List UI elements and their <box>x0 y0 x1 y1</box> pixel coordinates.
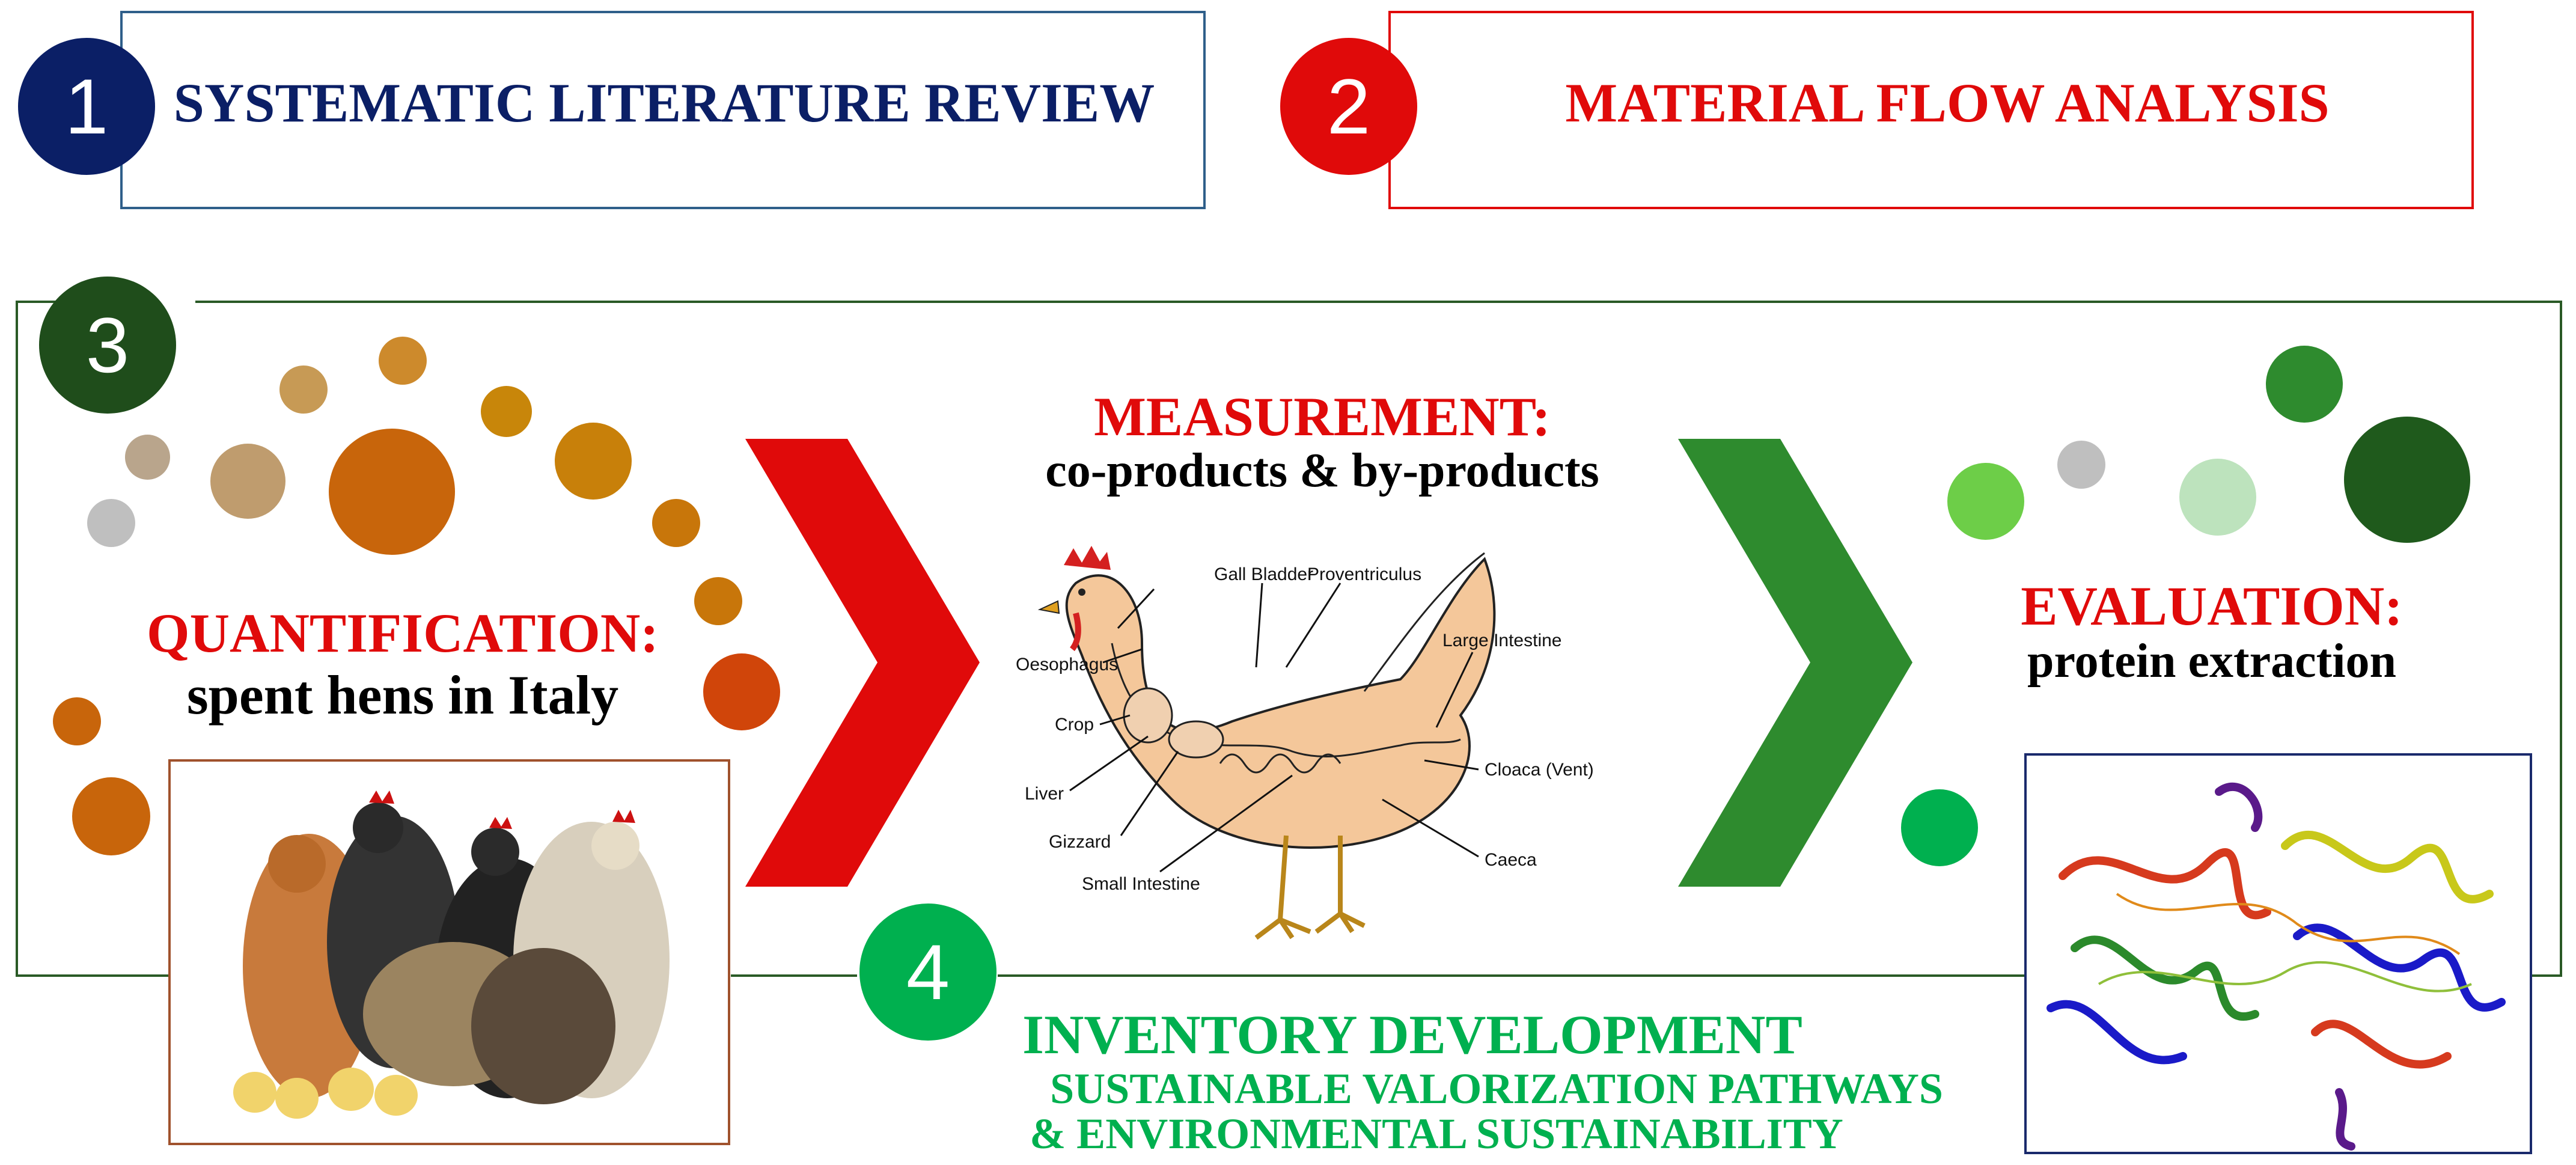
dot-decor <box>1947 463 2024 540</box>
step4-number: 4 <box>906 928 950 1016</box>
label-gall-bladder: Gall Bladder <box>1214 564 1313 584</box>
chicken-anatomy-diagram: Gall Bladder Proventriculus Oesophagus L… <box>1004 523 1617 956</box>
label-small-intestine: Small Intestine <box>1082 874 1200 894</box>
dot-decor <box>2179 459 2256 536</box>
label-caeca: Caeca <box>1485 850 1537 870</box>
measurement-heading: MEASUREMENT: <box>1094 386 1551 447</box>
step3-frame-bottom-left <box>16 974 172 977</box>
dot-decor <box>210 444 285 519</box>
dot-decor <box>2344 417 2470 543</box>
dot-decor <box>53 697 101 745</box>
dot-decor <box>2266 346 2343 423</box>
step3-number: 3 <box>85 301 130 389</box>
label-large-intestine: Large Intestine <box>1442 631 1561 650</box>
label-crop: Crop <box>1055 715 1094 735</box>
evaluation-heading: EVALUATION: <box>2021 575 2403 637</box>
step2-box <box>1388 11 2474 209</box>
evaluation-subtitle: protein extraction <box>2027 635 2396 688</box>
step3-frame-left <box>16 301 18 977</box>
quantification-subtitle: spent hens in Italy <box>186 664 619 726</box>
step4-line2: & ENVIRONMENTAL SUSTAINABILITY <box>1030 1110 1843 1158</box>
dot-decor <box>652 499 700 547</box>
dot-decor <box>125 435 170 480</box>
step1-number: 1 <box>64 63 109 150</box>
dot-decor <box>329 429 455 555</box>
dot-decor <box>703 653 780 730</box>
step3-frame-bottom-right <box>998 974 2029 977</box>
label-liver: Liver <box>1025 784 1064 804</box>
step3-frame-top <box>195 301 2562 303</box>
dot-decor <box>87 499 135 547</box>
dot-decor <box>481 386 532 437</box>
step1-title: SYSTEMATIC LITERATURE REVIEW <box>173 72 1155 133</box>
step4-line1: SUSTAINABLE VALORIZATION PATHWAYS <box>1050 1065 1943 1113</box>
label-proventriculus: Proventriculus <box>1307 564 1421 584</box>
dot-decor <box>72 777 150 855</box>
dot-decor <box>1901 789 1978 866</box>
label-gizzard: Gizzard <box>1049 832 1111 852</box>
dot-decor <box>2057 441 2105 489</box>
dot-decor <box>694 577 742 625</box>
dot-decor <box>279 365 328 414</box>
green-chevron-arrow <box>1678 439 1912 887</box>
dot-decor <box>555 423 632 500</box>
step1-box <box>120 11 1206 209</box>
step3-frame-bottom-mid <box>731 974 857 977</box>
step3-frame-bottom-far <box>2530 974 2562 977</box>
step3-frame-top-left <box>16 301 70 303</box>
red-chevron-arrow <box>745 439 980 887</box>
step1-badge: 1 <box>18 38 155 175</box>
label-oesophagus: Oesophagus <box>1016 655 1118 674</box>
spent-hens-photo <box>168 759 730 1145</box>
quantification-heading: QUANTIFICATION: <box>147 602 659 664</box>
step2-badge: 2 <box>1280 38 1417 175</box>
step4-badge: 4 <box>859 904 997 1041</box>
measurement-subtitle: co-products & by-products <box>1045 444 1599 497</box>
dot-decor <box>379 337 427 385</box>
label-cloaca: Cloaca (Vent) <box>1485 760 1594 780</box>
step3-frame-right <box>2560 301 2562 977</box>
step3-badge: 3 <box>39 277 176 414</box>
protein-structure-image <box>2024 753 2532 1154</box>
step2-number: 2 <box>1326 63 1371 150</box>
step2-title: MATERIAL FLOW ANALYSIS <box>1565 72 2330 133</box>
step4-title: INVENTORY DEVELOPMENT <box>1022 1004 1802 1065</box>
